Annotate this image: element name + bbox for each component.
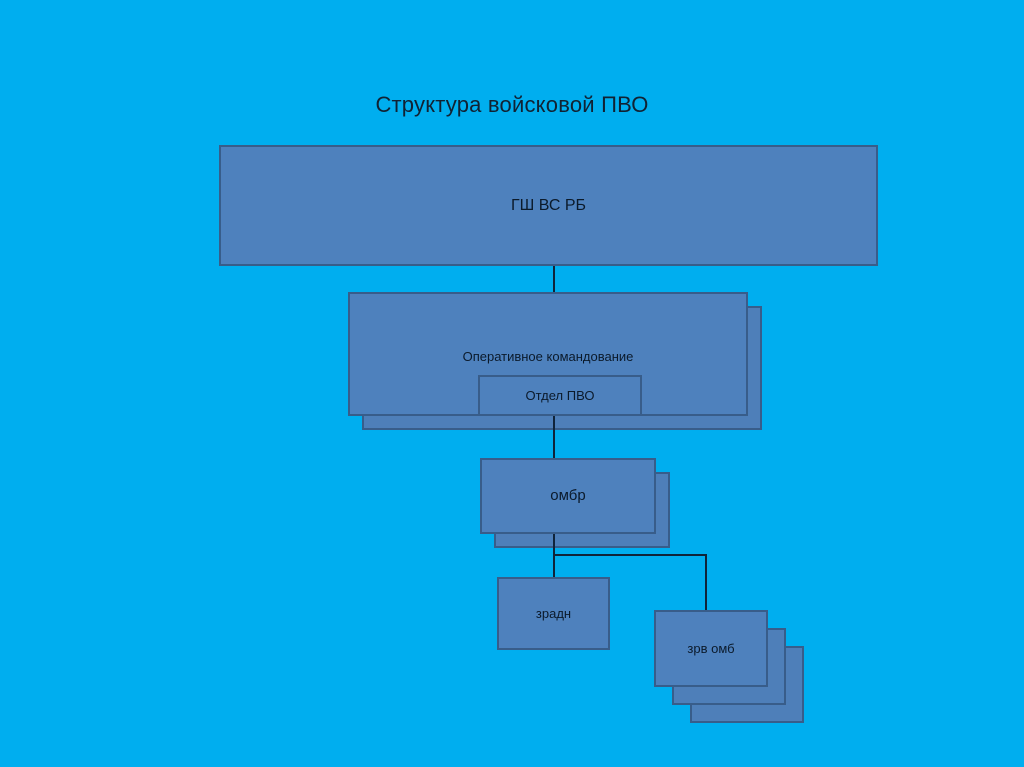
node-gsh-vs-rb[interactable]: ГШ ВС РБ bbox=[219, 145, 878, 266]
node-zradn[interactable]: зрадн bbox=[497, 577, 610, 650]
node-zrv-omb[interactable]: зрв омб bbox=[654, 610, 768, 687]
node-label: омбр bbox=[550, 487, 586, 504]
node-label: ГШ ВС РБ bbox=[510, 196, 587, 214]
connector-otdel-to-ombr bbox=[553, 416, 555, 458]
connector-ombr-to-zrv-omb bbox=[705, 554, 707, 610]
node-otdel-pvo[interactable]: Отдел ПВО bbox=[478, 375, 642, 416]
node-ombr[interactable]: омбр bbox=[480, 458, 656, 534]
node-label: Оперативное командование bbox=[462, 349, 634, 364]
node-label: зрв омб bbox=[687, 640, 735, 656]
connector-gsh-to-ok bbox=[553, 266, 555, 292]
connector-ombr-branch-horizontal bbox=[553, 554, 707, 556]
node-label: Отдел ПВО bbox=[525, 387, 595, 403]
page-title: Структура войсковой ПВО bbox=[375, 92, 649, 117]
node-label: зрадн bbox=[535, 605, 572, 621]
